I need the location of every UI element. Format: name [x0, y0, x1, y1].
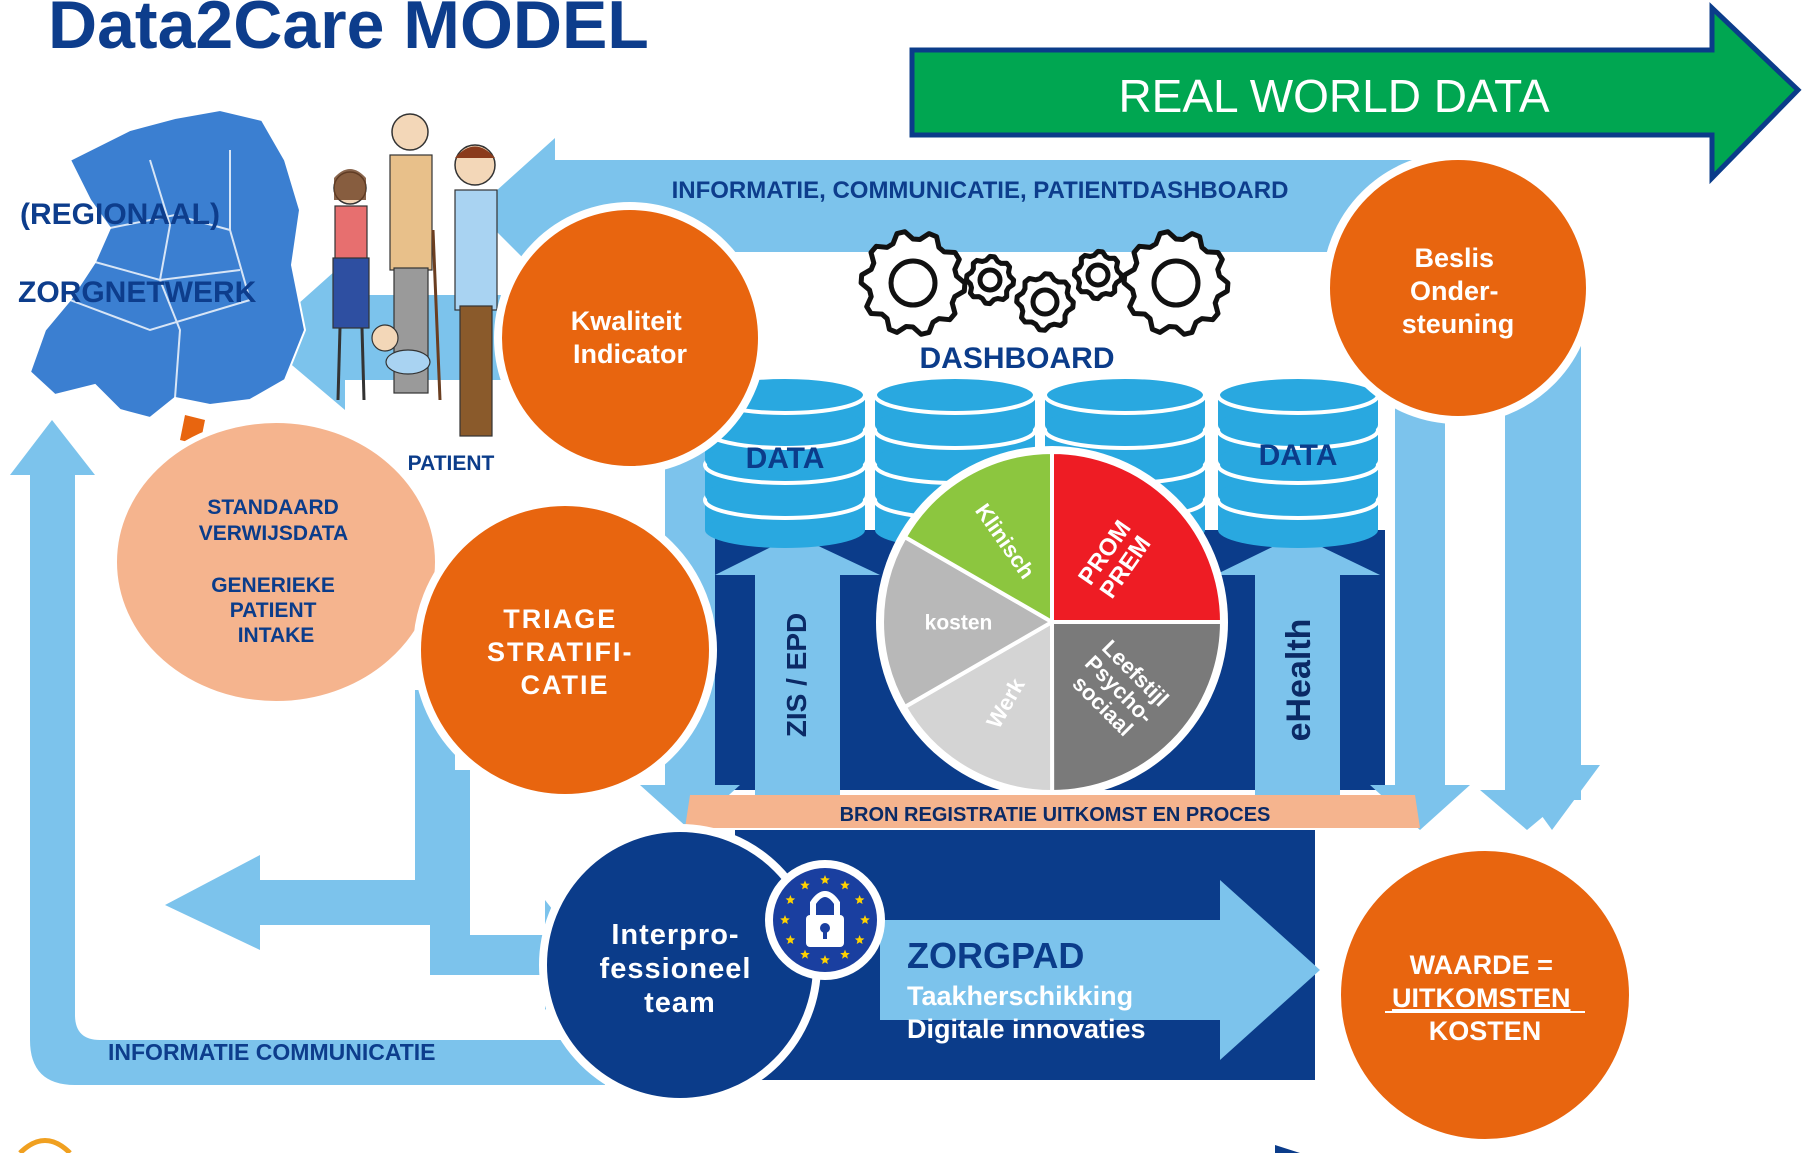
- eu-star: [800, 880, 810, 890]
- bron-registratie-label: BRON REGISTRATIE UITKOMST EN PROCES: [840, 804, 1271, 826]
- beslis-line-3: steuning: [1402, 309, 1515, 339]
- eu-star: [840, 949, 850, 959]
- eu-star: [854, 895, 865, 904]
- pie-slice-kosten-label: kosten: [925, 611, 993, 634]
- gear-3: [1014, 271, 1076, 333]
- footer-logo-icon: [18, 1138, 1300, 1153]
- standaard-line-6: INTAKE: [238, 624, 315, 647]
- top-flow-label: INFORMATIE, COMMUNICATIE, PATIENTDASHBOA…: [672, 177, 1289, 204]
- standaard-line-1: STANDAARD: [207, 496, 338, 519]
- eu-star: [785, 895, 796, 904]
- pie-slice-prom-prem: [1050, 449, 1225, 624]
- interprofessioneel-team-circle: Interpro- fessioneel team: [539, 824, 821, 1106]
- waarde-line-1: WAARDE =: [1410, 950, 1553, 980]
- zis-epd-arrow: ZIS / EPD: [715, 535, 880, 795]
- dashboard-label: DASHBOARD: [920, 342, 1115, 375]
- team-line-1: Interpro-: [611, 919, 739, 951]
- left-loop-arrow: INFORMATIE COMMUNICATIE: [10, 420, 605, 1085]
- triage-line-1: TRIAGE: [503, 604, 617, 634]
- eu-star: [820, 955, 830, 964]
- real-world-data-label: REAL WORLD DATA: [1118, 70, 1549, 122]
- family-icon: PATIENT: [332, 113, 498, 475]
- bottom-flow-label: INFORMATIE COMMUNICATIE: [108, 1039, 436, 1065]
- eu-star: [840, 880, 850, 890]
- svg-text:STANDAARD VERWIJSDATA: STANDAARD VERWIJSDATA GENERIEKE PATIENT …: [199, 496, 353, 647]
- database-stack-4: [1216, 375, 1380, 548]
- database-stack-1: [703, 375, 867, 548]
- svg-text:WAARDE = UITKOMSTEN: WAARDE = UITKOMSTEN KOSTEN: [1392, 950, 1578, 1046]
- svg-text:TRIAGE STRATIFI- C: TRIAGE STRATIFI- CATIE: [487, 604, 643, 700]
- zis-epd-label: ZIS / EPD: [781, 613, 812, 737]
- ehealth-arrow: eHealth: [1215, 535, 1380, 795]
- beslis-ondersteuning-circle: Beslis Onder- steuning: [1322, 152, 1594, 424]
- waarde-circle: WAARDE = UITKOMSTEN KOSTEN: [1333, 843, 1637, 1147]
- eu-star: [860, 915, 870, 924]
- kwaliteit-line-1: Kwaliteit: [571, 306, 682, 336]
- data-label-right: DATA: [1259, 439, 1338, 472]
- team-line-3: team: [644, 987, 716, 1019]
- pie-slice-werk: [902, 618, 1055, 795]
- triage-line-3: CATIE: [521, 670, 610, 700]
- triage-line-2: STRATIFI-: [487, 637, 633, 667]
- pie-slice-klinisch: [902, 449, 1054, 626]
- gear-5: [1121, 229, 1231, 337]
- svg-text:Kwaliteit Indicator: Kwaliteit Indicator: [571, 306, 690, 369]
- triage-stratificatie-circle: TRIAGE STRATIFI- CATIE: [413, 498, 717, 802]
- waarde-line-2: UITKOMSTEN: [1392, 983, 1571, 1013]
- standaard-verwijsdata-circle: STANDAARD VERWIJSDATA GENERIEKE PATIENT …: [111, 417, 441, 707]
- standaard-line-2: VERWIJSDATA: [199, 522, 348, 545]
- pie-slice-leefstijl: [1049, 620, 1225, 795]
- map-label-regionaal: (REGIONAAL): [20, 198, 220, 231]
- beslis-line-1: Beslis: [1414, 243, 1494, 273]
- data-label-left: DATA: [746, 442, 825, 475]
- kwaliteit-indicator-circle: Kwaliteit Indicator: [494, 202, 766, 474]
- ehealth-label: eHealth: [1280, 619, 1318, 742]
- map-label-zorgnetwerk: ZORGNETWERK: [18, 276, 257, 309]
- eu-star: [854, 935, 865, 944]
- standaard-line-5: PATIENT: [230, 599, 317, 622]
- eu-star: [785, 935, 796, 944]
- netherlands-map-icon: (REGIONAAL) ZORGNETWERK: [18, 108, 307, 445]
- patient-label: PATIENT: [408, 452, 495, 475]
- real-world-data-arrow: REAL WORLD DATA: [909, 2, 1802, 185]
- svg-text:Interpro- fessioneel: Interpro- fessioneel team: [600, 919, 761, 1019]
- zorgpad-line2: Digitale innovaties: [907, 1014, 1146, 1044]
- team-line-2: fessioneel: [600, 953, 752, 985]
- eu-star: [820, 875, 830, 884]
- zorgpad-line1: Taakherschikking: [907, 981, 1133, 1011]
- zorgpad-title: ZORGPAD: [907, 935, 1084, 976]
- pie-slice-kosten: [880, 534, 1056, 710]
- zorgpad-arrow: ZORGPAD Taakherschikking Digitale innova…: [880, 880, 1320, 1060]
- eu-lock-icon: [765, 860, 885, 980]
- svg-text:Beslis Onder- steu: Beslis Onder- steuning: [1402, 243, 1515, 339]
- waarde-line-3: KOSTEN: [1429, 1016, 1542, 1046]
- gear-1: [858, 229, 968, 337]
- outcome-pie-chart: PROMPREMLeefstijlPsycho-sociaalWerkkoste…: [876, 446, 1228, 798]
- kwaliteit-line-2: Indicator: [573, 339, 688, 369]
- gears-icon: [858, 229, 1231, 337]
- beslis-line-2: Onder-: [1410, 276, 1499, 306]
- gear-2: [963, 253, 1017, 307]
- eu-star: [780, 915, 790, 924]
- standaard-line-4: GENERIEKE: [211, 574, 335, 597]
- bron-registratie-band: BRON REGISTRATIE UITKOMST EN PROCES: [685, 795, 1420, 828]
- diagram-title: Data2Care MODEL: [48, 0, 649, 63]
- gear-4: [1071, 248, 1125, 302]
- eu-star: [800, 949, 810, 959]
